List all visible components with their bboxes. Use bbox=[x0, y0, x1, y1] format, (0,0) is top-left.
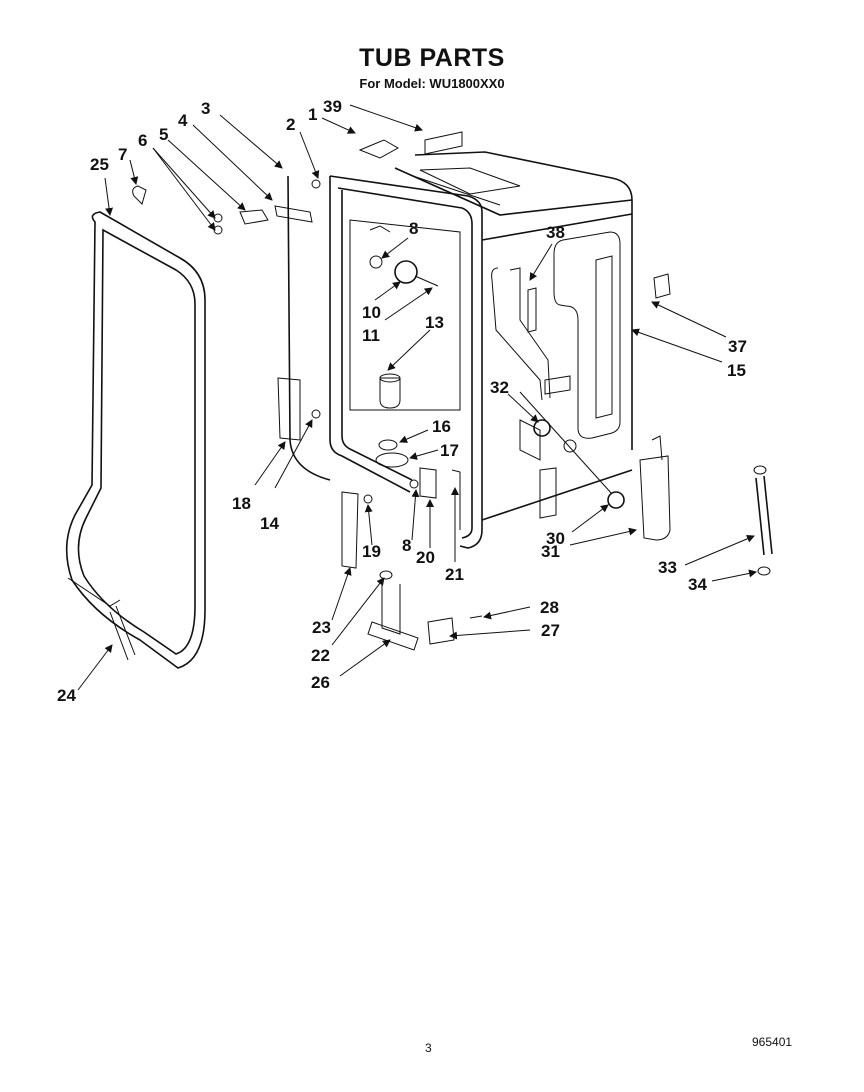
page-title: TUB PARTS bbox=[359, 44, 505, 72]
callout-6: 6 bbox=[138, 131, 147, 150]
callout-22: 22 bbox=[311, 646, 330, 665]
callout-15: 15 bbox=[727, 361, 746, 380]
hinge-hardware bbox=[132, 175, 331, 481]
callout-20: 20 bbox=[416, 548, 435, 567]
callout-32: 32 bbox=[490, 378, 509, 397]
callout-5: 5 bbox=[159, 125, 168, 144]
callout-3: 3 bbox=[201, 99, 210, 118]
callout-14: 14 bbox=[260, 514, 279, 533]
callout-10: 10 bbox=[362, 303, 381, 322]
callout-38: 38 bbox=[546, 223, 565, 242]
model-subtitle: For Model: WU1800XX0 bbox=[359, 76, 505, 91]
callout-31: 31 bbox=[541, 542, 560, 561]
callout-28: 28 bbox=[540, 598, 559, 617]
tub-front-frame bbox=[329, 175, 483, 549]
callout-16: 16 bbox=[432, 417, 451, 436]
callout-labels: 1 2 3 4 5 6 7 8 8 10 11 13 14 15 16 17 1… bbox=[57, 97, 747, 705]
callout-1: 1 bbox=[308, 105, 317, 124]
callout-21: 21 bbox=[445, 565, 464, 584]
callout-19: 19 bbox=[362, 542, 381, 561]
door-gasket bbox=[65, 211, 206, 669]
callout-17: 17 bbox=[440, 441, 459, 460]
callout-26: 26 bbox=[311, 673, 330, 692]
callout-25: 25 bbox=[90, 155, 109, 174]
callout-18: 18 bbox=[232, 494, 251, 513]
callout-8: 8 bbox=[409, 219, 418, 238]
callout-37: 37 bbox=[728, 337, 747, 356]
leader-lines bbox=[77, 104, 757, 691]
document-number: 965401 bbox=[752, 1035, 793, 1049]
callout-27: 27 bbox=[541, 621, 560, 640]
callout-4: 4 bbox=[178, 111, 188, 130]
page-number: 3 bbox=[425, 1041, 432, 1055]
callout-13: 13 bbox=[425, 313, 444, 332]
callout-8-lower: 8 bbox=[402, 536, 411, 555]
callout-24: 24 bbox=[57, 686, 76, 705]
callout-39: 39 bbox=[323, 97, 342, 116]
callout-30: 30 bbox=[546, 529, 565, 548]
callout-2: 2 bbox=[286, 115, 295, 134]
interior-parts bbox=[277, 255, 773, 651]
callout-7: 7 bbox=[118, 145, 127, 164]
tub-body bbox=[394, 151, 633, 521]
callout-23: 23 bbox=[312, 618, 331, 637]
top-rail bbox=[358, 131, 521, 206]
callout-34: 34 bbox=[688, 575, 707, 594]
callout-33: 33 bbox=[658, 558, 677, 577]
callout-11: 11 bbox=[362, 326, 380, 345]
